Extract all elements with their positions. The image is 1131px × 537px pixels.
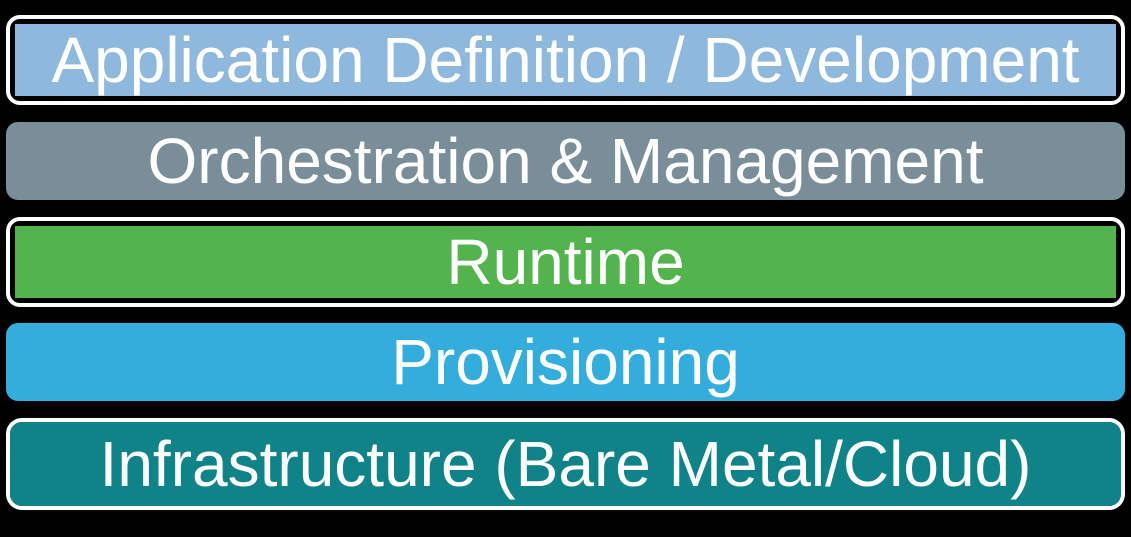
layer-label: Runtime (446, 225, 685, 298)
layer-orchestration-management: Orchestration & Management (6, 121, 1125, 200)
layer-provisioning: Provisioning (6, 323, 1125, 402)
layer-fill: Runtime (15, 225, 1116, 298)
layer-application-definition-development: Application Definition / Development (6, 15, 1125, 105)
layer-fill: Application Definition / Development (15, 24, 1116, 96)
layer-label: Orchestration & Management (147, 124, 984, 197)
layer-fill: Provisioning (6, 323, 1125, 402)
layer-label: Infrastructure (Bare Metal/Cloud) (99, 428, 1032, 500)
layer-infrastructure-bare-metal-cloud: Infrastructure (Bare Metal/Cloud) (6, 418, 1125, 510)
layer-fill: Orchestration & Management (6, 121, 1125, 200)
layer-label: Application Definition / Development (51, 24, 1080, 96)
layer-runtime: Runtime (6, 216, 1125, 307)
layer-label: Provisioning (391, 326, 740, 399)
layer-fill: Infrastructure (Bare Metal/Cloud) (10, 422, 1121, 506)
